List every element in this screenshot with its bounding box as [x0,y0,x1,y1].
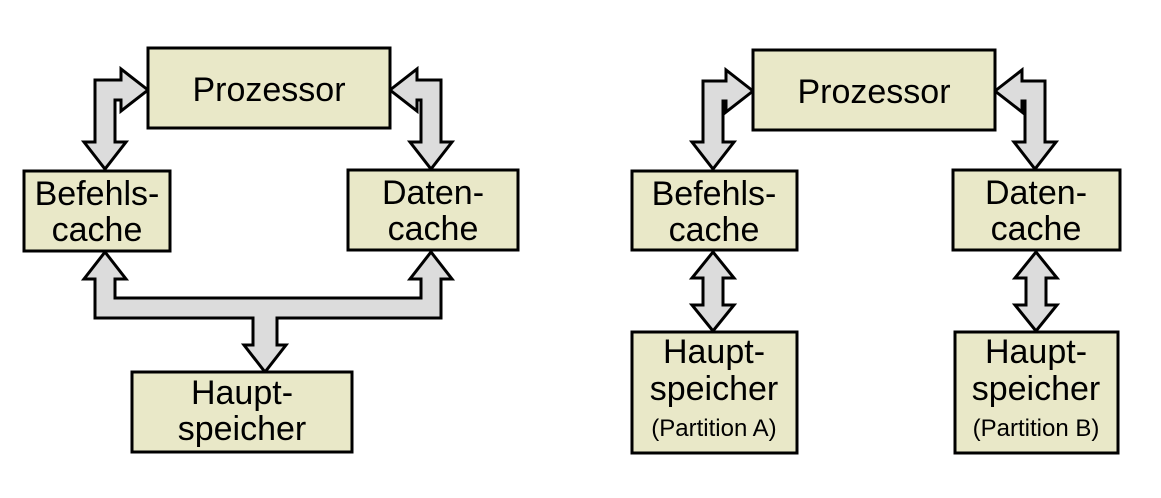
main-memory-b-box [953,330,1120,455]
main-memory-a-label-line1: Haupt- [663,333,765,371]
instruction-cache-label-line1: Befehls- [35,175,160,213]
caches-main-memory-branch-arrow [80,249,456,375]
data-cache-label-line1: Daten- [382,174,484,212]
main-memory-b-partition-label: (Partition B) [973,415,1100,442]
instruction-cache-label-line2: cache [52,211,143,249]
main-memory-a-partition-label: (Partition A) [651,415,776,442]
main-memory-box [130,370,354,454]
instruction-cache-label-line1: Befehls- [652,175,777,213]
instruction-cache-box [22,169,172,253]
instruction-cache-box [630,169,799,252]
left-diagram: Prozessor Befehls- cache Daten- cache Ha… [22,46,520,454]
processor-instruction-cache-arrow [80,65,151,172]
data-cache-label-line1: Daten- [985,174,1087,212]
data-cache-label-line2: cache [388,210,479,248]
main-memory-label-line1: Haupt- [191,374,293,412]
processor-box [146,46,392,130]
instruction-cache-label-line2: cache [669,211,760,249]
processor-box [751,48,997,132]
main-memory-label-line2: speicher [178,410,307,448]
main-memory-a-label-line2: speicher [650,370,779,408]
main-memory-b-label-line2: speicher [972,370,1101,408]
processor-label: Prozessor [797,73,950,111]
main-memory-a-box [630,330,799,455]
data-cache-box [951,168,1122,252]
processor-instruction-cache-arrow [688,66,756,172]
right-diagram: Prozessor Befehls- cache Daten- cache Ha… [630,48,1122,455]
main-memory-b-label-line1: Haupt- [985,333,1087,371]
data-cache-box [346,168,520,252]
processor-label: Prozessor [192,71,345,109]
data-cache-label-line2: cache [991,210,1082,248]
